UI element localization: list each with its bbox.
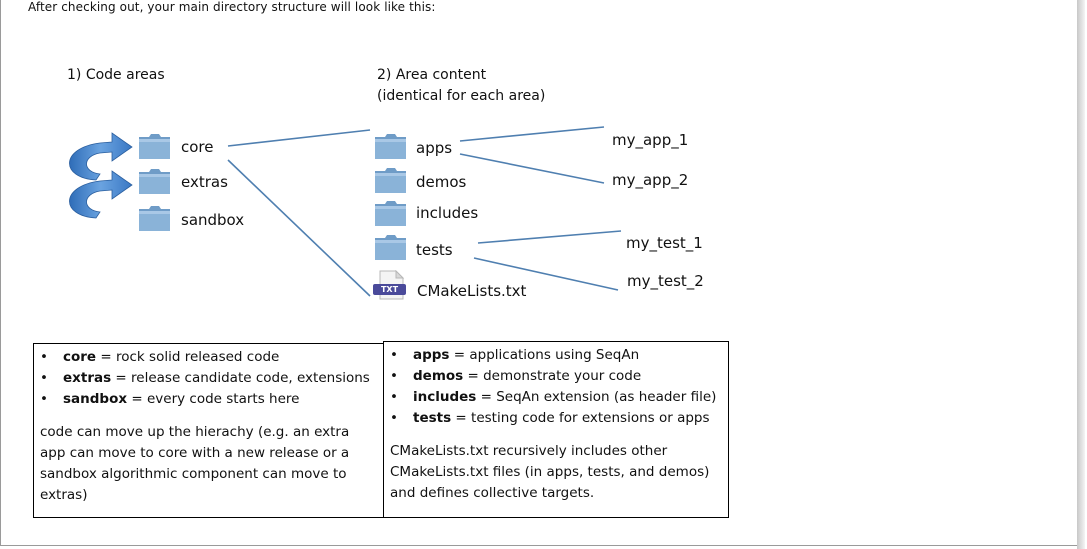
area-content-tests: tests <box>416 241 453 259</box>
intro-text: After checking out, your main directory … <box>28 0 436 14</box>
connector-core-apps <box>227 129 371 147</box>
leaf-my-test-1: my_test_1 <box>626 234 703 252</box>
folder-icon <box>138 168 171 195</box>
area-content-includes: includes <box>416 204 479 222</box>
code-areas-bullet-list: •core = rock solid released code •extras… <box>40 347 377 410</box>
list-item: •core = rock solid released code <box>40 349 280 365</box>
list-item: •includes = SeqAn extension (as header f… <box>390 389 717 405</box>
txt-badge-label: TXT <box>380 285 399 294</box>
folder-icon <box>138 205 171 232</box>
promotion-arrow-upper <box>69 132 133 181</box>
list-item: •demos = demonstrate your code <box>390 368 642 384</box>
folder-icon <box>374 167 407 194</box>
leaf-my-app-2: my_app_2 <box>612 171 689 189</box>
area-content-description-box: •apps = applications using SeqAn •demos … <box>383 341 729 518</box>
folder-icon <box>138 133 171 160</box>
code-area-sandbox: sandbox <box>181 211 245 229</box>
code-areas-description-box: •core = rock solid released code •extras… <box>33 343 384 518</box>
area-content-bullet-list: •apps = applications using SeqAn •demos … <box>390 345 722 429</box>
connector-tests-my-test-1 <box>477 230 622 244</box>
heading-area-content: 2) Area content <box>377 67 487 83</box>
connector-tests-my-test-2 <box>473 257 619 291</box>
promotion-arrow-lower <box>69 170 133 219</box>
area-content-cmakelists: CMakeLists.txt <box>417 282 527 300</box>
page-shadow <box>1077 0 1085 549</box>
list-item: •sandbox = every code starts here <box>40 391 300 407</box>
leaf-my-test-2: my_test_2 <box>627 272 704 290</box>
folder-icon <box>374 200 407 227</box>
connector-core-cmakelists <box>227 159 371 297</box>
area-content-apps: apps <box>416 139 453 157</box>
folder-icon <box>374 133 407 160</box>
area-content-demos: demos <box>416 173 467 191</box>
heading-area-content-note: (identical for each area) <box>377 88 546 104</box>
leaf-my-app-1: my_app_1 <box>612 131 689 149</box>
folder-icon <box>374 234 407 261</box>
text-file-icon: TXT <box>372 269 408 300</box>
connector-apps-my-app-1 <box>459 126 605 142</box>
heading-code-areas: 1) Code areas <box>67 67 165 83</box>
code-area-extras: extras <box>181 173 228 191</box>
list-item: •tests = testing code for extensions or … <box>390 410 710 426</box>
list-item: •extras = release candidate code, extens… <box>40 370 370 386</box>
connector-apps-my-app-2 <box>459 153 605 184</box>
cmakelists-note: CMakeLists.txt recursively includes othe… <box>390 443 710 501</box>
code-area-core: core <box>181 138 214 156</box>
hierarchy-note: code can move up the hierachy (e.g. an e… <box>40 424 350 503</box>
list-item: •apps = applications using SeqAn <box>390 347 640 363</box>
